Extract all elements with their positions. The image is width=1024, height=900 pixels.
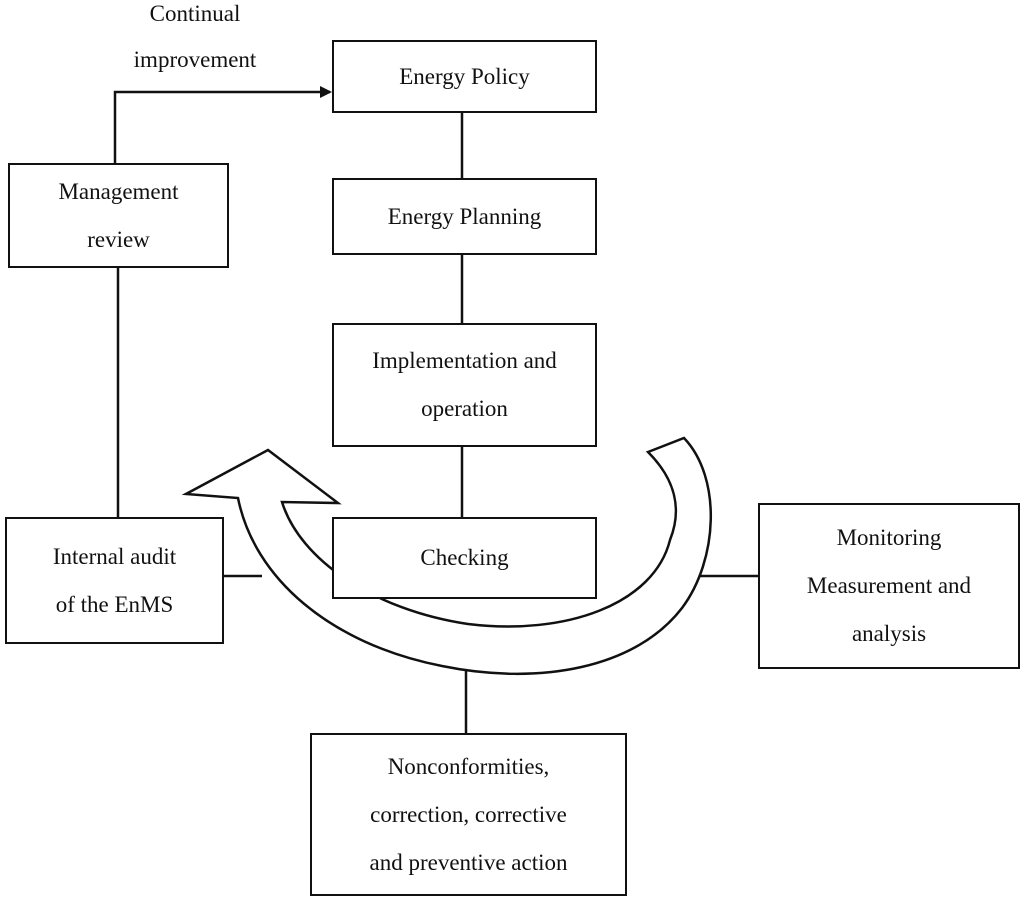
energy-planning-label: Energy Planning xyxy=(387,203,542,229)
cycle-arrow xyxy=(181,436,713,676)
internal-audit-box: Internal audit of the EnMS xyxy=(5,517,224,644)
nonconformities-label-line1: Nonconformities, xyxy=(387,753,550,779)
nonconformities-label-line3: and preventive action xyxy=(369,849,568,875)
monitoring-label-line3: analysis xyxy=(851,621,927,646)
monitoring-label-line1: Monitoring xyxy=(836,525,942,550)
nonconformities-label-line2: correction, corrective xyxy=(370,801,567,827)
management-review-box: Management review xyxy=(8,163,229,268)
energy-policy-box: Energy Policy xyxy=(332,40,597,113)
continual-label-line1: Continual xyxy=(149,1,241,26)
energy-policy-label: Energy Policy xyxy=(399,63,530,89)
continual-label-line2: improvement xyxy=(133,47,257,72)
implementation-box: Implementation and operation xyxy=(332,323,597,447)
internal-audit-label-line1: Internal audit xyxy=(52,543,177,569)
nonconformities-box: Nonconformities, correction, corrective … xyxy=(310,733,627,896)
internal-audit-label-line2: of the EnMS xyxy=(55,591,174,617)
checking-box: Checking xyxy=(332,517,597,599)
implementation-label-line2: operation xyxy=(421,396,508,421)
monitoring-box: Monitoring Measurement and analysis xyxy=(758,503,1020,669)
monitoring-label-line2: Measurement and xyxy=(806,573,972,598)
continual-improvement-label: Continual improvement xyxy=(100,0,290,83)
checking-label: Checking xyxy=(420,545,509,570)
implementation-label-line1: Implementation and xyxy=(372,348,557,373)
continual-improvement-arrow xyxy=(113,86,332,163)
management-review-label-line2: review xyxy=(87,226,150,252)
management-review-label-line1: Management xyxy=(58,178,179,204)
energy-planning-box: Energy Planning xyxy=(332,178,597,255)
